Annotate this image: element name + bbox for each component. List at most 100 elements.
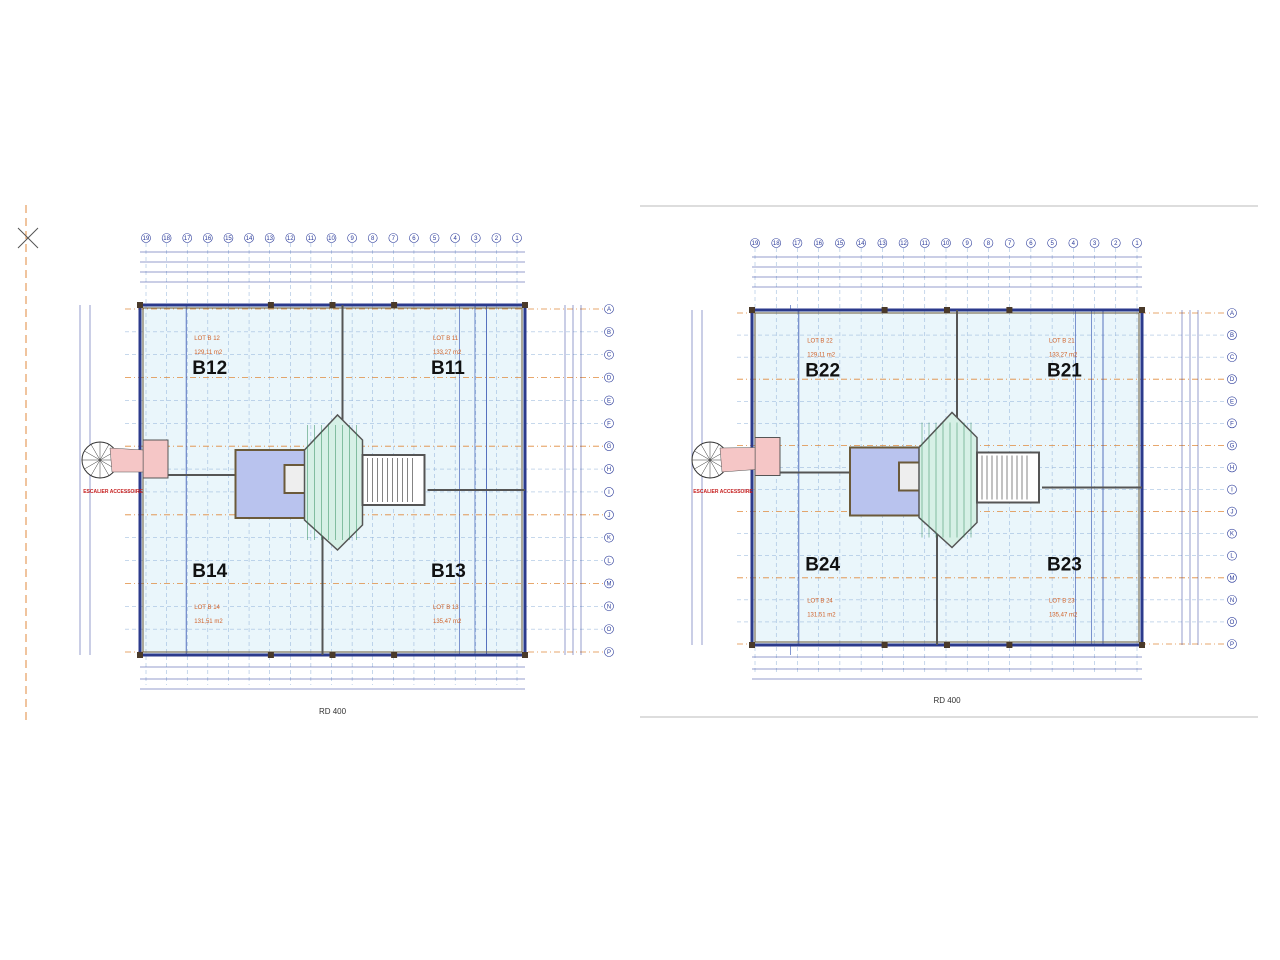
row-axis-marker <box>1227 595 1237 605</box>
column-axis-marker <box>1047 238 1057 248</box>
pillar <box>1139 307 1145 313</box>
main-stairwell <box>361 454 426 506</box>
row-axis-label: D <box>607 376 612 382</box>
row-axis-label: I <box>608 490 610 496</box>
column-axis-marker <box>962 238 973 248</box>
row-axis-label: C <box>1230 355 1235 361</box>
row-axis-marker <box>604 349 614 360</box>
main-stairwell <box>976 451 1040 504</box>
lot-area: 135,47 m2 <box>1049 613 1078 619</box>
column-axis-label: 14 <box>246 236 253 242</box>
row-axis-marker <box>604 441 614 452</box>
column-axis-marker <box>203 233 213 243</box>
column-axis-marker <box>161 233 172 243</box>
spiral-step <box>90 444 101 461</box>
row-axis-label: F <box>1230 421 1234 427</box>
spiral-step <box>99 459 110 476</box>
column-axis-label: 15 <box>837 241 844 247</box>
column-axis-marker <box>306 233 316 243</box>
column-axis-label: 17 <box>794 241 801 247</box>
row-axis-label: N <box>607 604 611 610</box>
lot-area: 133,27 m2 <box>1049 352 1078 358</box>
row-axis-marker <box>604 532 614 543</box>
column-axis-marker <box>244 233 254 243</box>
row-axis-label: P <box>607 650 611 656</box>
row-axis-label: L <box>607 559 611 565</box>
column-axis-marker <box>835 238 845 248</box>
lot-number: LOT B 13 <box>433 605 459 611</box>
plan-caption: RD 400 <box>319 707 347 716</box>
row-axis-marker <box>1227 330 1237 340</box>
row-axis-label: B <box>607 330 611 336</box>
row-axis-marker <box>1227 352 1237 362</box>
row-axis-marker <box>604 487 614 497</box>
lot-number: LOT B 12 <box>194 336 220 342</box>
row-axis-label: A <box>1230 311 1234 317</box>
column-axis-marker <box>450 233 460 243</box>
column-axis-label: 4 <box>1072 241 1076 247</box>
column-axis-label: 13 <box>879 241 886 247</box>
pillar <box>944 642 950 648</box>
north-arrow-icon <box>17 227 39 249</box>
pillar <box>329 652 336 658</box>
row-axis-label: B <box>1230 333 1234 339</box>
column-axis-marker <box>264 233 275 243</box>
column-axis-label: 3 <box>1093 241 1097 247</box>
column-axis-marker <box>367 233 378 243</box>
lot-area: 129,11 m2 <box>807 352 836 358</box>
row-axis-marker <box>604 327 614 337</box>
row-axis-label: C <box>607 353 612 359</box>
lot-name: B22 <box>805 360 840 381</box>
column-axis-label: 19 <box>752 241 759 247</box>
column-axis-marker <box>182 233 193 243</box>
spiral-step <box>84 450 101 461</box>
lot-number: LOT B 24 <box>807 599 833 605</box>
column-axis-label: 14 <box>858 241 865 247</box>
row-axis-label: K <box>607 536 611 542</box>
row-axis-marker <box>604 395 614 406</box>
pillar <box>391 302 398 308</box>
row-axis-label: J <box>608 513 611 519</box>
column-axis-marker <box>877 238 888 248</box>
spiral-step <box>90 459 101 476</box>
lot-name: B14 <box>192 561 227 582</box>
lot-name: B23 <box>1047 555 1082 576</box>
pillar <box>1006 642 1013 648</box>
row-axis-label: L <box>1230 554 1234 560</box>
column-axis-label: 12 <box>287 236 294 242</box>
spiral-step <box>700 444 711 461</box>
spiral-step <box>694 459 711 470</box>
row-axis-marker <box>1227 550 1237 561</box>
pillar <box>267 302 274 308</box>
column-axis-label: 2 <box>495 236 499 242</box>
column-axis-marker <box>347 233 357 243</box>
column-axis-label: 6 <box>1029 241 1033 247</box>
column-axis-label: 8 <box>371 236 375 242</box>
lot-area: 131,51 m2 <box>194 619 223 625</box>
column-axis-label: 16 <box>204 236 211 242</box>
column-axis-marker <box>141 233 151 243</box>
pillar <box>944 307 950 313</box>
row-axis-marker <box>1227 418 1237 429</box>
row-axis-marker <box>1227 374 1237 385</box>
column-axis-label: 10 <box>328 236 335 242</box>
lot-name: B12 <box>192 358 227 379</box>
pillar <box>1139 642 1145 648</box>
row-axis-marker <box>604 647 614 657</box>
column-axis-marker <box>898 238 909 248</box>
row-axis-marker <box>604 578 614 589</box>
pillar <box>329 302 336 308</box>
pillar <box>881 307 888 313</box>
lot-name: B13 <box>431 561 466 582</box>
lot-name: B21 <box>1047 360 1082 381</box>
column-axis-label: 13 <box>266 236 273 242</box>
row-axis-marker <box>604 624 614 634</box>
spiral-step <box>709 444 720 461</box>
lot-area: 129,11 m2 <box>194 350 223 356</box>
column-axis-marker <box>491 233 502 243</box>
row-axis-marker <box>1227 572 1237 583</box>
column-axis-marker <box>856 238 866 248</box>
column-axis-marker <box>1004 238 1015 248</box>
